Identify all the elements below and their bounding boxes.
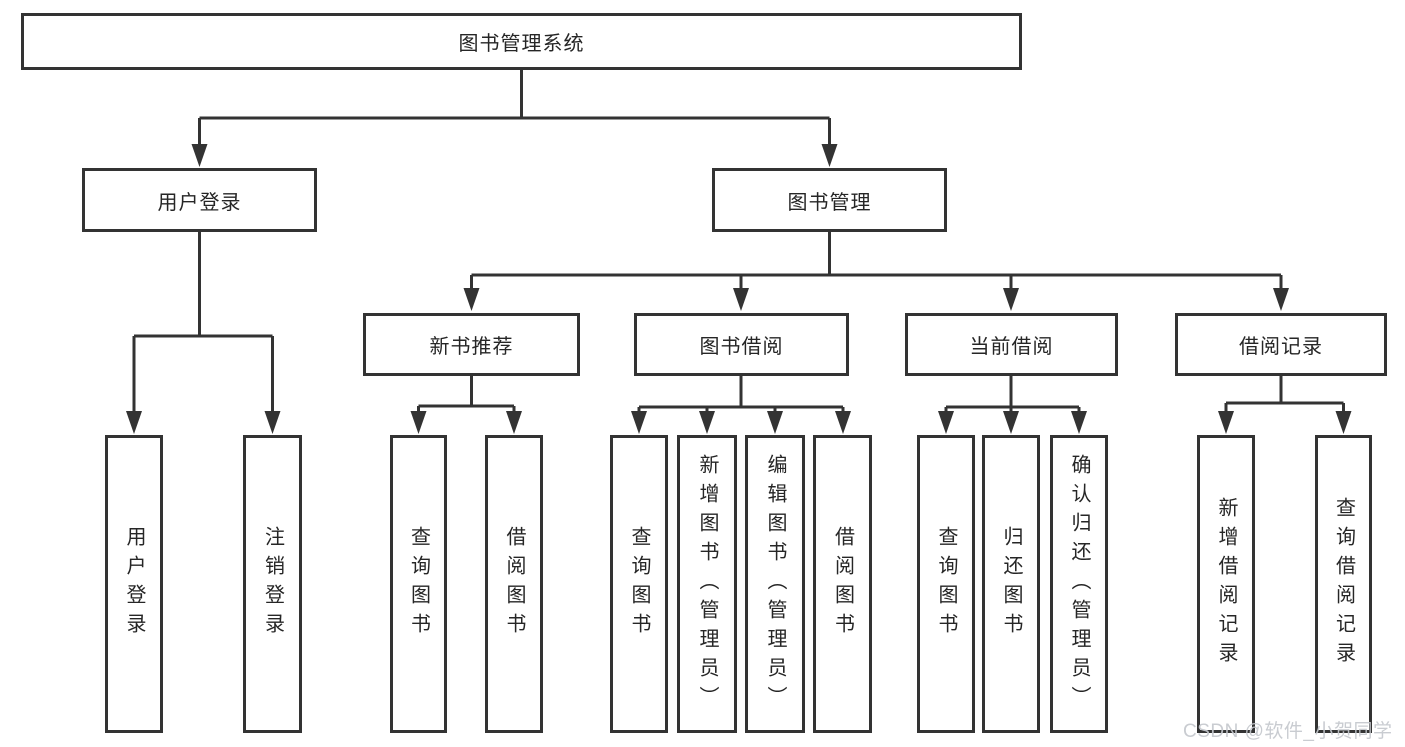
leaf-logout: 注销登录 bbox=[243, 435, 302, 733]
leaf-bw-query-books-label: 查询图书 bbox=[628, 526, 650, 642]
node-book-mgmt-label: 图书管理 bbox=[787, 191, 872, 214]
node-borrowing-records-label: 借阅记录 bbox=[1239, 336, 1323, 358]
arrowhead-bw-edit bbox=[767, 411, 783, 434]
node-new-books: 新书推荐 bbox=[363, 313, 580, 376]
leaf-bw-add-books-label: 新增图书（管理员） bbox=[696, 453, 718, 715]
node-root-label: 图书管理系统 bbox=[458, 33, 585, 55]
leaf-rec-query-record-label: 查询借阅记录 bbox=[1332, 497, 1355, 671]
node-borrowing-records: 借阅记录 bbox=[1175, 313, 1387, 376]
arrowhead-book-mgmt bbox=[821, 144, 838, 167]
leaf-rec-query-record: 查询借阅记录 bbox=[1315, 435, 1372, 733]
leaf-nb-query-books-label: 查询图书 bbox=[407, 526, 430, 642]
node-new-books-label: 新书推荐 bbox=[429, 336, 514, 358]
arrowhead-cur-query bbox=[938, 411, 954, 434]
leaf-cur-query-books-label: 查询图书 bbox=[935, 526, 957, 642]
leaf-user-login-label: 用户登录 bbox=[123, 526, 145, 642]
arrowhead-cur-confirm bbox=[1071, 411, 1087, 434]
leaf-cur-return-books: 归还图书 bbox=[982, 435, 1040, 733]
arrowhead-logout-leaf bbox=[264, 411, 281, 434]
arrowhead-rec-add bbox=[1218, 411, 1234, 434]
node-current-borrowing: 当前借阅 bbox=[905, 313, 1118, 376]
leaf-bw-add-books: 新增图书（管理员） bbox=[677, 435, 737, 733]
arrowhead-rec-query bbox=[1335, 411, 1352, 434]
arrowhead-cur-return bbox=[1003, 411, 1019, 434]
arrowhead-bw-borrow bbox=[835, 411, 851, 434]
node-book-borrowing-label: 图书借阅 bbox=[699, 336, 784, 358]
connector-arrowheads bbox=[126, 144, 1352, 434]
csdn-watermark: CSDN @软件_小贺同学 bbox=[1183, 721, 1393, 742]
arrowhead-borrowing bbox=[733, 288, 749, 311]
leaf-rec-add-record: 新增借阅记录 bbox=[1197, 435, 1255, 733]
leaf-cur-return-books-label: 归还图书 bbox=[1000, 526, 1022, 642]
leaf-cur-confirm-return: 确认归还（管理员） bbox=[1050, 435, 1108, 733]
node-current-borrowing-label: 当前借阅 bbox=[969, 336, 1054, 358]
arrowhead-nb-query bbox=[410, 411, 427, 434]
node-root: 图书管理系统 bbox=[21, 13, 1022, 70]
arrowhead-new-books bbox=[463, 288, 480, 311]
arrowhead-bw-query bbox=[631, 411, 647, 434]
leaf-bw-edit-books: 编辑图书（管理员） bbox=[745, 435, 805, 733]
node-book-mgmt: 图书管理 bbox=[712, 168, 947, 232]
leaf-nb-borrow-books: 借阅图书 bbox=[485, 435, 543, 733]
arrowhead-current bbox=[1003, 288, 1019, 311]
leaf-bw-query-books: 查询图书 bbox=[610, 435, 668, 733]
node-user-login-label: 用户登录 bbox=[157, 191, 242, 214]
arrowhead-records bbox=[1273, 288, 1289, 311]
leaf-cur-confirm-return-label: 确认归还（管理员） bbox=[1068, 453, 1090, 715]
leaf-bw-borrow-books: 借阅图书 bbox=[813, 435, 872, 733]
leaf-bw-edit-books-label: 编辑图书（管理员） bbox=[764, 453, 786, 715]
arrowhead-user-login bbox=[191, 144, 208, 167]
leaf-cur-query-books: 查询图书 bbox=[917, 435, 975, 733]
arrowhead-bw-add bbox=[699, 411, 715, 434]
leaf-user-login: 用户登录 bbox=[105, 435, 163, 733]
leaf-bw-borrow-books-label: 借阅图书 bbox=[831, 526, 854, 642]
arrowhead-login-leaf bbox=[126, 411, 142, 434]
node-user-login: 用户登录 bbox=[82, 168, 317, 232]
leaf-nb-query-books: 查询图书 bbox=[390, 435, 447, 733]
leaf-nb-borrow-books-label: 借阅图书 bbox=[503, 526, 525, 642]
leaf-rec-add-record-label: 新增借阅记录 bbox=[1215, 497, 1237, 671]
node-book-borrowing: 图书借阅 bbox=[634, 313, 849, 376]
arrowhead-nb-borrow bbox=[506, 411, 522, 434]
leaf-logout-label: 注销登录 bbox=[261, 526, 284, 642]
